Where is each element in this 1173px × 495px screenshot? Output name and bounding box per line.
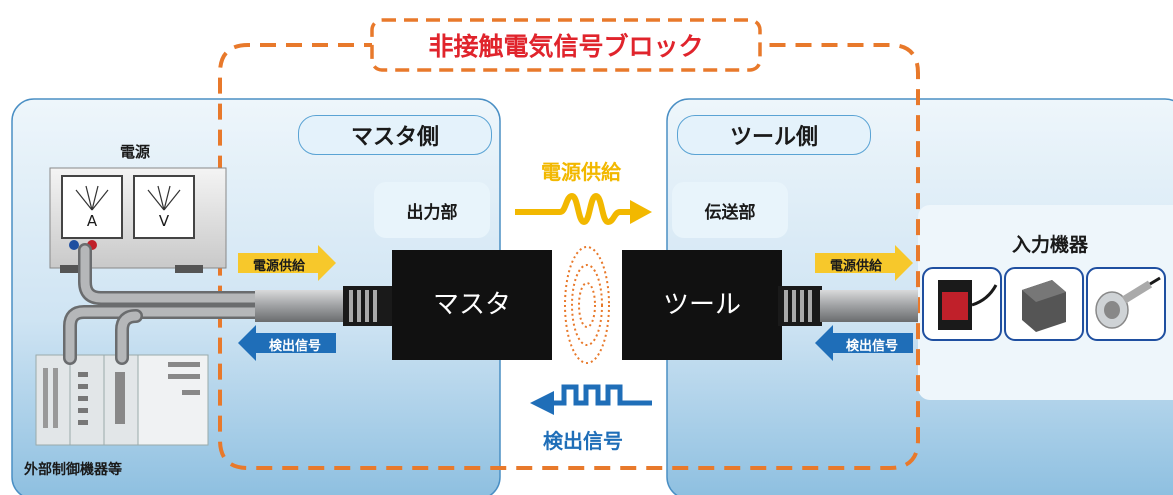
ammeter-label: A — [86, 212, 98, 230]
limit-switch-icon — [1004, 267, 1084, 341]
voltmeter-label: V — [158, 212, 170, 230]
block-title: 非接触電気信号ブロック — [428, 32, 704, 61]
tool-device — [622, 250, 782, 360]
block-title-frame — [370, 18, 762, 72]
signal-arrow-master — [238, 325, 336, 361]
power-supply-icon — [49, 167, 227, 273]
master-output-label: 出力部 — [374, 182, 490, 238]
external-controller-icon — [35, 354, 209, 446]
signal-arrow-tool — [815, 325, 913, 361]
tool-connector — [778, 286, 822, 326]
photoelectric-sensor-icon — [922, 267, 1002, 341]
center-power-label: 電源供給 — [541, 159, 621, 184]
tool-cable — [820, 290, 918, 322]
master-cable — [255, 290, 355, 322]
master-power-label: 電源供給 — [252, 258, 305, 274]
input-devices-label: 入力機器 — [1011, 233, 1088, 256]
wireless-field-icon — [564, 246, 610, 364]
tool-side-label: ツール側 — [677, 115, 871, 155]
master-side-label: マスタ側 — [298, 115, 492, 155]
power-wave-arrow — [515, 193, 652, 225]
master-signal-label: 検出信号 — [268, 338, 321, 354]
cable-wiring — [63, 243, 269, 365]
tool-device-label: ツール — [662, 289, 741, 320]
tool-power-label: 電源供給 — [829, 258, 882, 274]
tool-transmit-label: 伝送部 — [672, 182, 788, 238]
signal-block-outline — [218, 43, 920, 470]
master-device-label: マスタ — [432, 289, 511, 320]
power-arrow-master — [238, 245, 336, 281]
proximity-sensor-icon — [1086, 267, 1166, 341]
power-supply-label: 電源 — [119, 142, 150, 161]
tool-signal-label: 検出信号 — [845, 338, 898, 354]
external-controller-label: 外部制御機器等 — [24, 462, 122, 478]
master-device — [392, 250, 552, 360]
signal-pulse-arrow — [530, 384, 652, 415]
center-signal-label: 検出信号 — [543, 428, 623, 453]
master-connector — [343, 286, 393, 326]
power-arrow-tool — [815, 245, 913, 281]
